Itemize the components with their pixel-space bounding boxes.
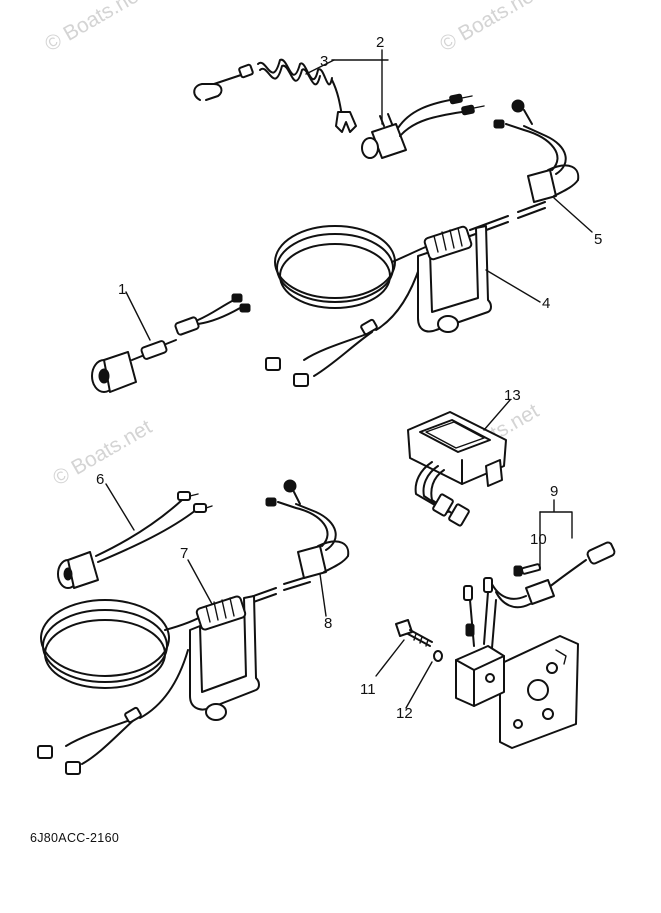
callout-11: 11 xyxy=(360,681,376,698)
watermark-top-right: © Boats.net xyxy=(436,0,543,56)
mounting-bracket xyxy=(455,577,579,749)
remote-cable-lower xyxy=(37,575,311,775)
bolt xyxy=(395,619,433,647)
grommet-upper xyxy=(493,99,580,203)
main-switch-cable xyxy=(57,491,213,589)
watermark-top-left: © Boats.net xyxy=(41,0,148,56)
callout-6: 6 xyxy=(96,471,104,488)
wiring-lead xyxy=(489,541,616,609)
drawing-code: 6J80ACC-2160 xyxy=(30,831,119,845)
grommet-lower xyxy=(265,479,350,579)
callout-labels: 1 2 3 4 5 6 7 8 9 10 11 12 13 xyxy=(96,34,602,722)
cable-bracket-lower xyxy=(189,595,260,721)
remote-cable-upper xyxy=(265,201,546,387)
callout-1: 1 xyxy=(118,281,126,298)
callout-7: 7 xyxy=(180,545,188,562)
rectifier-regulator xyxy=(407,411,507,527)
leader-lines xyxy=(105,49,593,709)
washer xyxy=(433,650,443,662)
lanyard-cord xyxy=(193,58,357,133)
stop-switch xyxy=(361,93,485,159)
callout-10: 10 xyxy=(530,531,547,548)
callout-13: 13 xyxy=(504,387,521,404)
cable-bracket-upper xyxy=(417,225,492,333)
callout-12: 12 xyxy=(396,705,413,722)
callout-9: 9 xyxy=(550,483,558,500)
callout-5: 5 xyxy=(594,231,602,248)
callout-4: 4 xyxy=(542,295,550,312)
main-switch xyxy=(91,293,251,393)
callout-2: 2 xyxy=(376,34,384,51)
callout-3: 3 xyxy=(320,53,328,70)
callout-8: 8 xyxy=(324,615,332,632)
